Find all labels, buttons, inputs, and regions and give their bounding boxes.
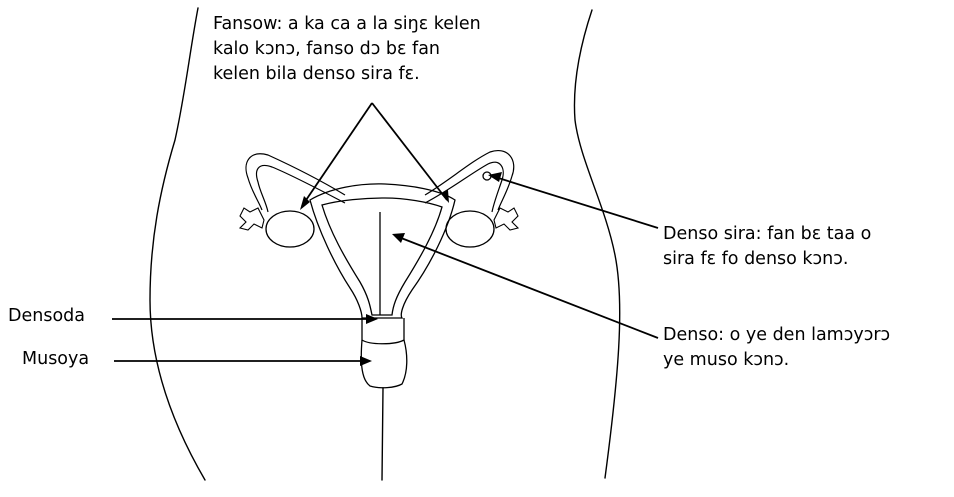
denso-sira-label-line: Denso sira: fan bɛ taa o: [663, 224, 872, 244]
denso-sira-label: Denso sira: fan bɛ taa o sira fɛ fo dens…: [663, 222, 871, 272]
denso-pointer: [395, 235, 659, 339]
arrowhead: [441, 190, 449, 203]
denso-label-line: ye muso kɔnɔ.: [663, 350, 790, 370]
fimbriae: [238, 207, 520, 231]
fansow-label-line: kelen bila denso sira fɛ.: [213, 64, 420, 84]
ovaries: [265, 171, 495, 248]
fallopian-tubes: [245, 150, 515, 213]
densoda-label: Densoda: [8, 306, 85, 326]
arrowhead: [366, 314, 378, 324]
denso-label: Denso: o ye den lamɔyɔrɔ ye muso kɔnɔ.: [663, 323, 890, 373]
uterus: [309, 183, 456, 389]
denso-label-line: Denso: o ye den lamɔyɔrɔ: [663, 325, 891, 345]
arrowheads: [300, 172, 502, 366]
musoya-label: Musoya: [22, 349, 90, 369]
fansow-label: Fansow: a ka ca a la siŋɛ kelen kalo kɔn…: [213, 12, 481, 87]
denso-sira-pointer: [491, 175, 659, 229]
fansow-label-line: Fansow: a ka ca a la siŋɛ kelen: [213, 14, 481, 34]
pointer-lines: [112, 102, 659, 362]
arrowhead: [392, 233, 405, 243]
arrowhead: [488, 172, 502, 182]
fansow-pointer-right: [371, 102, 448, 201]
body-outline: [149, 7, 621, 481]
fansow-label-line: kalo kɔnɔ, fanso dɔ bɛ fan: [213, 39, 441, 59]
fansow-pointer-left: [301, 102, 373, 207]
arrowhead: [360, 356, 372, 366]
denso-sira-label-line: sira fɛ fo denso kɔnɔ.: [663, 249, 849, 269]
arrowhead: [300, 196, 310, 210]
